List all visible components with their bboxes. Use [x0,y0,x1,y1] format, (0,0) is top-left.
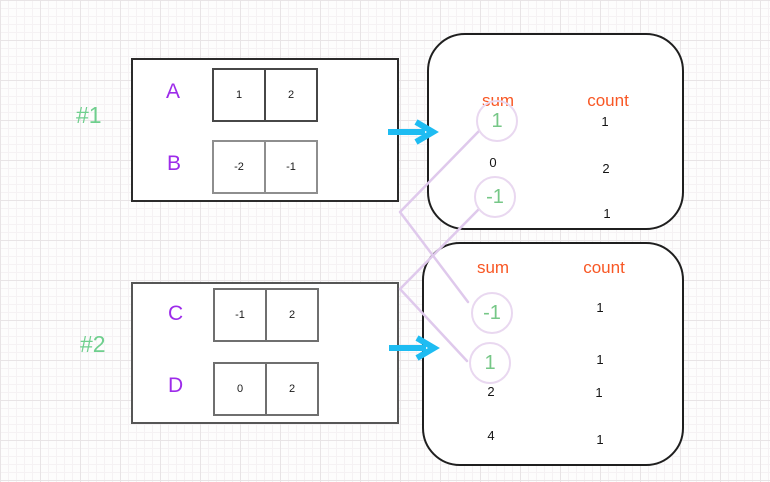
group1-row2-count: 1 [603,206,611,221]
array-c-cells: -1 2 [213,288,319,342]
group1-box: A 1 2 B -2 -1 [131,58,399,202]
group1-count-header: count [587,91,629,110]
array-a-cell-0: 1 [235,89,243,101]
group2-row0-count: 1 [596,300,604,315]
array-d-cell-1: 2 [265,364,317,414]
array-c-name: C [168,302,184,325]
array-b-name: B [167,152,182,175]
group1-sum-1-circle: 1 [476,100,518,142]
group2-row2-count: 1 [595,385,603,400]
array-d-name: D [168,374,184,397]
group1-row1-sum: 0 [489,155,497,170]
array-c-cell-1: 2 [265,290,317,340]
group2-count-header: count [583,258,625,277]
group2-sum-neg1-circle: -1 [471,292,513,334]
array-c-cell-0: -1 [235,309,245,321]
group2-label: #2 [80,331,106,357]
group1-arrow-icon [388,119,439,145]
array-d-cells: 0 2 [213,362,319,416]
array-d-cell-0: 0 [236,383,244,395]
group1-row1-count: 2 [602,161,610,176]
group2-row2-sum: 2 [487,384,495,399]
array-a-name: A [166,80,181,103]
group2-row1-count: 1 [596,352,604,367]
array-a-cells: 1 2 [212,68,318,122]
array-b-cell-0: -2 [234,161,244,173]
group2-row3-sum: 4 [487,428,495,443]
group1-sum-table: sum count 1 0 2 1 [427,33,684,230]
group2-box: C -1 2 D 0 2 [131,282,399,424]
group2-arrow-icon [389,335,440,361]
array-a-cell-1: 2 [264,70,316,120]
group1-row0-count: 1 [601,114,609,129]
group2-sum-table: sum count 1 1 2 1 4 1 [422,242,684,466]
group2-row3-count: 1 [596,432,604,447]
group2-sum-1-circle: 1 [469,342,511,384]
group1-sum-neg1-circle: -1 [474,176,516,218]
array-b-cell-1: -1 [264,142,316,192]
array-b-cells: -2 -1 [212,140,318,194]
group2-sum-header: sum [476,258,510,277]
group1-label: #1 [76,102,102,128]
